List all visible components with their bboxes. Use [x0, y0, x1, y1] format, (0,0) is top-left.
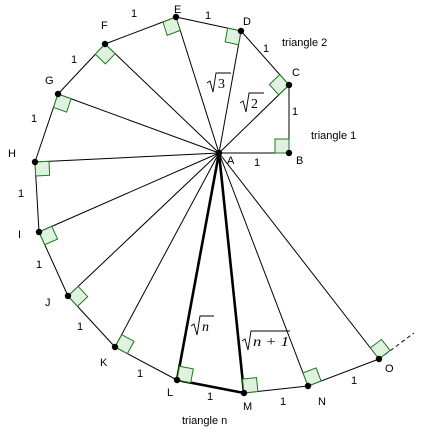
sqrt3-radicand: 3	[218, 77, 225, 92]
sqrt2-label: 2	[239, 92, 264, 113]
unit-label-JK: 1	[77, 321, 83, 333]
point-C	[285, 81, 293, 89]
unit-label-EF: 1	[131, 8, 137, 20]
spoke-AO	[218, 152, 380, 360]
point-O	[375, 355, 383, 363]
label-L: L	[167, 387, 173, 399]
label-E: E	[174, 4, 181, 16]
spoke-AD	[218, 30, 242, 154]
spoke-AK	[114, 152, 220, 348]
right-angle-markers	[34, 16, 391, 394]
label-H: H	[8, 148, 16, 160]
unit-label-IJ: 1	[36, 259, 42, 271]
unit-label-KL: 1	[137, 368, 143, 380]
radical-sign	[241, 330, 290, 351]
sqrt2-radicand: 2	[251, 97, 258, 112]
unit-label-BC: 1	[292, 106, 298, 118]
spoke-AL	[175, 152, 221, 381]
sqrtn-radicand: n	[202, 320, 209, 335]
point-N	[304, 382, 312, 390]
label-O: O	[385, 363, 394, 375]
spoke-AI	[38, 152, 220, 233]
label-C: C	[292, 67, 300, 79]
point-labels: A B C D E F G H I J K L M N O	[8, 4, 394, 413]
unit-label-LM: 1	[207, 391, 213, 403]
spoke-AM	[217, 152, 246, 394]
label-B: B	[296, 155, 303, 167]
label-J: J	[45, 297, 51, 309]
sqrtn1-radicand: n + 1	[253, 335, 289, 350]
unit-label-FG: 1	[71, 54, 77, 66]
point-K	[111, 343, 119, 351]
point-F	[101, 40, 109, 48]
right-angle-M	[241, 377, 259, 394]
right-angle-I	[38, 225, 59, 246]
spoke-AF	[104, 43, 220, 154]
label-K: K	[100, 357, 108, 369]
label-M: M	[243, 401, 252, 413]
right-angle-J	[67, 285, 89, 308]
right-angle-F	[94, 43, 116, 65]
point-A	[215, 149, 223, 157]
point-H	[31, 158, 39, 166]
spoke-AJ	[67, 152, 220, 297]
label-F: F	[101, 20, 108, 32]
triangle-2-label: triangle 2	[282, 37, 327, 49]
triangle-1-label: triangle 1	[311, 130, 356, 142]
triangle-n-label: triangle n	[182, 415, 227, 427]
unit-label-NO: 1	[351, 375, 357, 387]
unit-label-CD: 1	[263, 43, 269, 55]
right-angle-O	[369, 338, 391, 360]
sqrt3-label: 3	[206, 72, 231, 93]
right-angle-L	[176, 365, 194, 384]
point-B	[285, 149, 293, 157]
sqrtn1-label: n + 1	[241, 330, 290, 351]
unit-label-DE: 1	[205, 10, 211, 22]
triangle-labels: triangle 1 triangle 2 triangle n	[182, 37, 356, 427]
point-D	[237, 27, 245, 35]
label-G: G	[45, 75, 54, 87]
point-L	[173, 376, 181, 384]
label-I: I	[18, 229, 21, 241]
right-angle-B	[274, 138, 290, 154]
point-G	[54, 90, 62, 98]
label-D: D	[243, 16, 251, 28]
point-J	[64, 292, 72, 300]
right-angle-K	[114, 334, 135, 355]
points	[31, 13, 383, 397]
unit-label-MN: 1	[280, 396, 286, 408]
right-angle-H	[34, 160, 51, 177]
spoke-AH	[34, 152, 220, 163]
right-angle-D	[224, 27, 242, 46]
right-angle-C	[268, 73, 290, 96]
radical-sign	[190, 315, 214, 336]
unit-label-GH: 1	[31, 113, 37, 125]
spoke-AG	[57, 93, 220, 154]
unit-labels: 1 1 1 1 1 1 1 1 1 1 1 1 1 1	[18, 8, 357, 408]
sqrtn-label: n	[190, 315, 214, 336]
right-angle-N	[302, 367, 322, 387]
point-E	[172, 13, 180, 21]
spoke-AN	[218, 152, 309, 387]
point-M	[240, 389, 248, 397]
right-angle-G	[52, 93, 72, 113]
radical-sign	[239, 92, 264, 113]
label-N: N	[318, 396, 326, 408]
spokes	[34, 16, 380, 394]
spoke-AC	[218, 84, 290, 154]
unit-label-HI: 1	[18, 188, 24, 200]
right-angle-E	[162, 16, 181, 37]
label-A: A	[227, 155, 235, 167]
radical-sign	[206, 72, 231, 93]
unit-label-AB: 1	[254, 157, 260, 169]
point-I	[35, 228, 43, 236]
spoke-AE	[175, 16, 220, 154]
